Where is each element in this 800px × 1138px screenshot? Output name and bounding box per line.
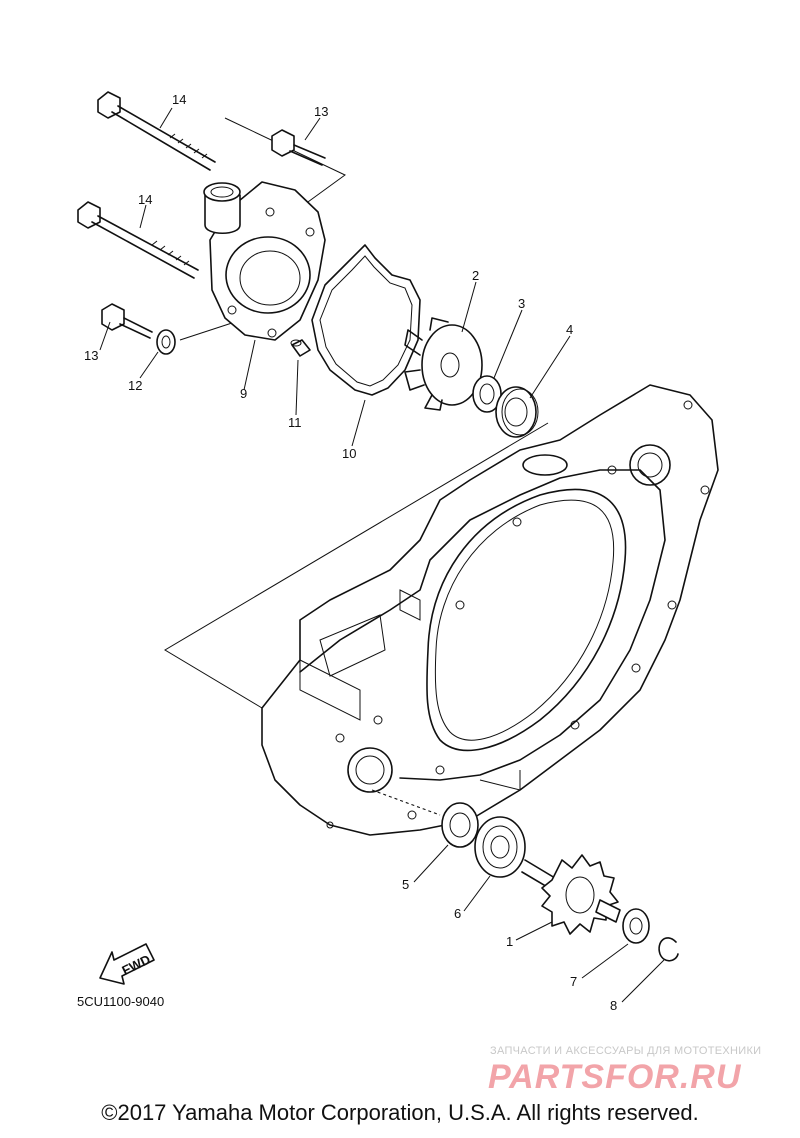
callout-9: 9 — [240, 386, 247, 401]
crankcase-cover — [261, 384, 719, 836]
callout-13-lower: 13 — [84, 348, 98, 363]
long-bolt-upper — [97, 91, 216, 171]
oil-seal-large — [495, 386, 539, 438]
callout-7: 7 — [570, 974, 577, 989]
callout-2: 2 — [472, 268, 479, 283]
callout-12: 12 — [128, 378, 142, 393]
water-pump-housing — [203, 181, 326, 341]
callout-leaders — [99, 107, 665, 1003]
pump-shaft-gear — [521, 854, 621, 935]
callout-13-upper: 13 — [314, 104, 328, 119]
bearing-large — [474, 816, 526, 878]
callout-10: 10 — [342, 446, 356, 461]
short-bolt-upper — [271, 129, 326, 166]
watermark: ЗАПЧАСТИ И АКСЕССУАРЫ ДЛЯ МОТОТЕХНИКИ PA… — [488, 1045, 761, 1096]
callout-14-lower: 14 — [138, 192, 152, 207]
copyright-notice: ©2017 Yamaha Motor Corporation, U.S.A. A… — [101, 1100, 699, 1125]
callout-8: 8 — [610, 998, 617, 1013]
callout-1: 1 — [506, 934, 513, 949]
callout-14-upper: 14 — [172, 92, 186, 107]
fwd-arrow-icon: FWD — [99, 943, 155, 985]
oil-seal — [472, 375, 502, 413]
dowel-pin — [290, 339, 311, 357]
callout-numbers: 14 13 14 13 12 9 11 10 2 3 4 5 6 1 7 8 — [84, 92, 617, 1013]
circlip — [658, 937, 679, 962]
gasket — [311, 244, 421, 396]
diagram-code: 5CU1100-9040 — [77, 994, 164, 1009]
impeller — [404, 317, 483, 411]
watermark-brand: PARTSFOR.RU — [488, 1058, 742, 1096]
callout-11: 11 — [288, 415, 302, 430]
long-bolt-lower — [77, 201, 199, 279]
washer — [156, 329, 176, 355]
callout-4: 4 — [566, 322, 573, 337]
callout-5: 5 — [402, 877, 409, 892]
callout-6: 6 — [454, 906, 461, 921]
bearing-small — [441, 802, 479, 848]
callout-3: 3 — [518, 296, 525, 311]
shaft-washer — [622, 908, 650, 944]
watermark-tagline: ЗАПЧАСТИ И АКСЕССУАРЫ ДЛЯ МОТОТЕХНИКИ — [490, 1045, 761, 1057]
short-bolt-lower — [101, 303, 153, 339]
